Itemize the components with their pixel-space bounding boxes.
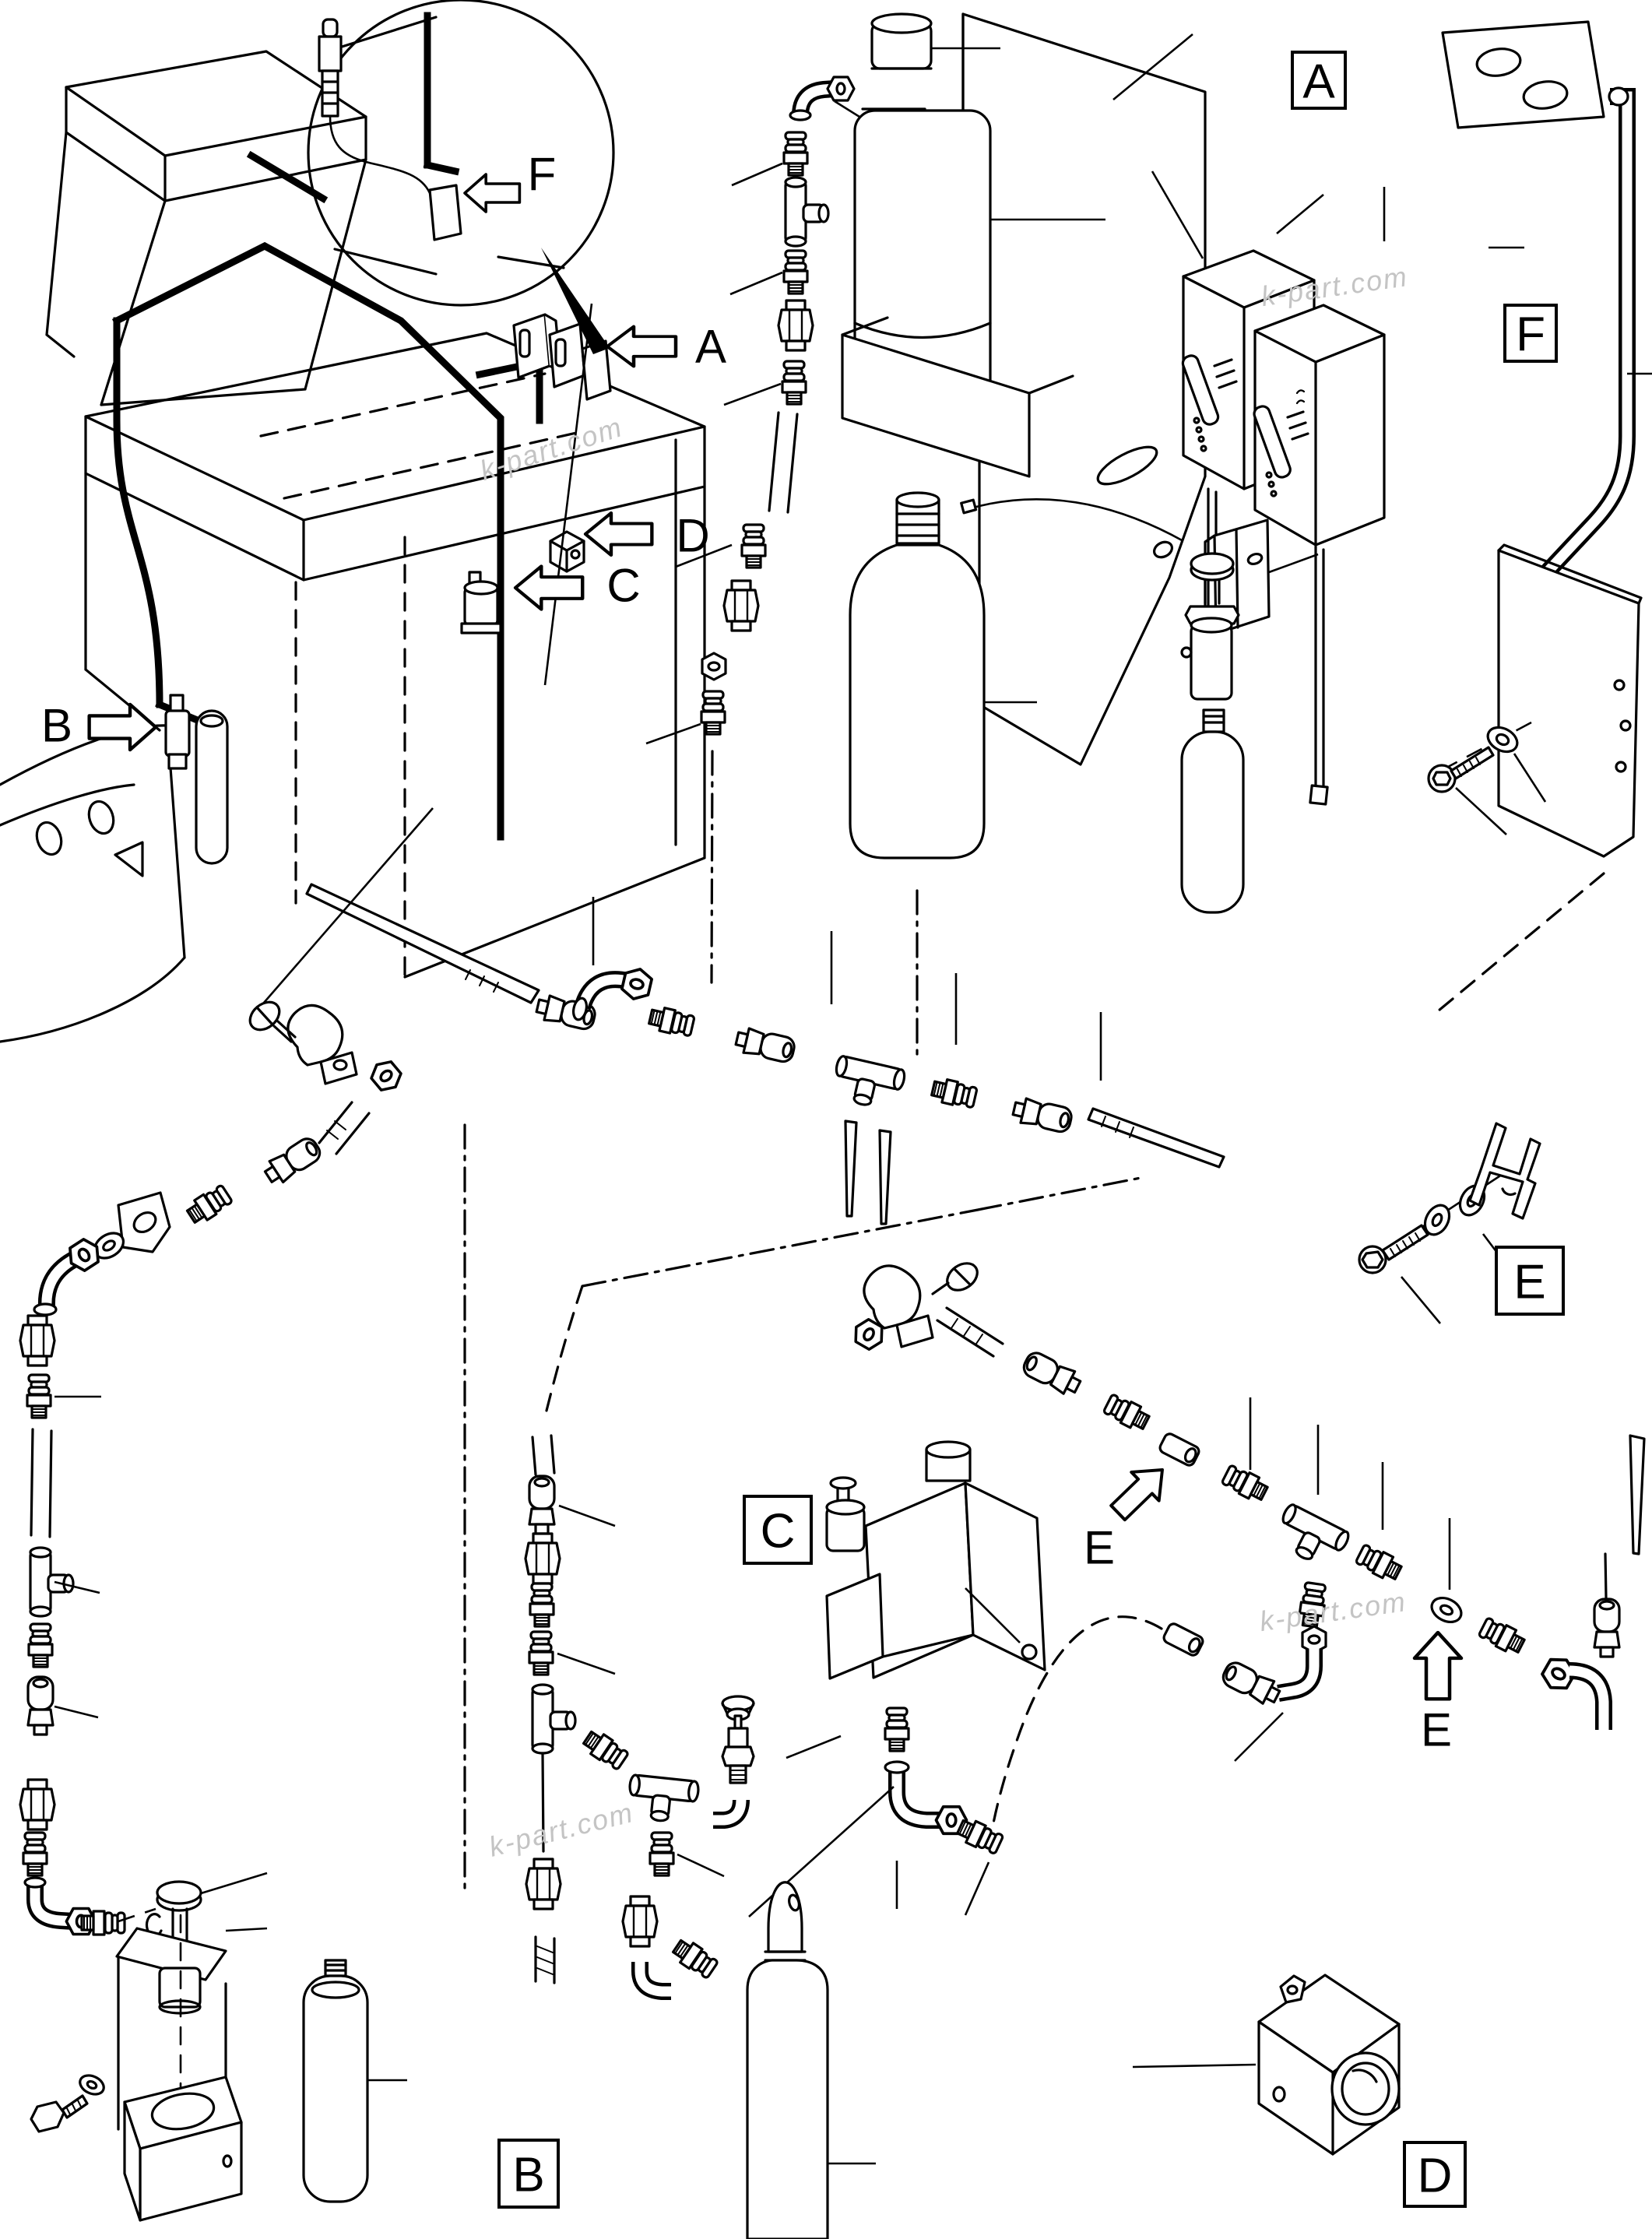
reservoir-bracket-assembly <box>841 12 1207 859</box>
cap-screw-washer <box>1427 726 1519 793</box>
clip-bracket-e <box>1468 1122 1541 1220</box>
cube-mounting-ear <box>1279 1974 1306 2004</box>
arrow-f-label: F <box>528 149 557 201</box>
fitting-barb <box>781 360 807 406</box>
arrow-b-label: B <box>41 700 72 752</box>
e-detail-hardware <box>1358 1122 1541 1324</box>
bottle-bottom-center <box>746 1881 876 2239</box>
section-label-b: B <box>497 2139 560 2209</box>
callout-arrow-c: C <box>515 560 641 612</box>
cover-plate-f <box>1497 543 1643 858</box>
arrow-a-label: A <box>695 321 726 373</box>
section-label-b-text: B <box>512 2149 544 2202</box>
cab-washer-pump-b <box>164 694 229 865</box>
section-label-e: E <box>1495 1246 1565 1316</box>
callout-arrow-b: B <box>41 700 156 752</box>
clamp-clip-1 <box>248 1000 407 1097</box>
cab-switch-pair <box>512 313 612 401</box>
cab-solenoid-small <box>549 530 585 573</box>
washer-pump-plunger <box>1180 552 1240 701</box>
pump-filler-neck <box>825 1476 866 1552</box>
arrow-d-label: D <box>676 510 709 562</box>
callout-arrow-e-upper: E <box>1084 1453 1178 1574</box>
pump-bracket-assembly-a <box>960 497 1319 914</box>
arrow-e-upper-label: E <box>1084 1522 1115 1574</box>
section-label-e-text: E <box>1513 1256 1545 1309</box>
fitting-barb <box>782 249 809 295</box>
washer-bottle-middle <box>849 491 986 859</box>
washer-bottle-a <box>1180 708 1245 914</box>
cab-pump-small <box>460 571 502 634</box>
section-label-a-text: A <box>1302 55 1335 109</box>
hose-chain-left-vertical <box>19 1314 156 1936</box>
bent-pipe-assembly-f <box>1427 20 1652 858</box>
bottle-bottom-left <box>302 1959 369 2203</box>
section-label-d: D <box>1403 2141 1467 2208</box>
callout-arrow-e-lower: E <box>1415 1633 1461 1756</box>
fitting-nut <box>701 652 727 681</box>
solenoid-valve-cube <box>1132 1974 1401 2156</box>
c-channel-bracket <box>123 2076 243 2222</box>
section-label-f: F <box>1503 304 1558 363</box>
hose-chain-center-horizontal <box>258 807 1225 1225</box>
section-label-c: C <box>743 1495 813 1565</box>
pump-bracket-assembly-b <box>30 1872 407 2222</box>
detail-inset-circle <box>246 0 615 307</box>
fitting-cluster-lower-center <box>463 1123 1146 2000</box>
section-label-a: A <box>1291 51 1347 110</box>
hex-bolt-washer-b <box>30 2074 105 2133</box>
washer-nozzle <box>318 18 343 118</box>
washer-pump-c <box>825 1440 1046 1680</box>
fitting-barb <box>782 131 809 177</box>
section-label-d-text: D <box>1418 2149 1453 2203</box>
arrow-c-label: C <box>606 560 640 612</box>
hose-chain-upper-left <box>33 1000 407 1316</box>
fitting-barb <box>740 523 767 569</box>
clamp-clip-2 <box>848 1262 979 1355</box>
control-switch-box-2 <box>1253 187 1386 806</box>
section-label-f-text: F <box>1516 308 1545 362</box>
callout-arrow-d: D <box>585 510 710 562</box>
arrow-e-lower-label: E <box>1421 1704 1452 1756</box>
fitting-barb <box>700 690 726 736</box>
hose-chain-right-diagonal <box>848 872 1646 1833</box>
callout-arrow-f: F <box>463 149 557 213</box>
callout-arrow-a: A <box>607 321 726 373</box>
section-label-c-text: C <box>761 1505 796 1559</box>
hose-chain-below-c <box>786 1706 1006 1916</box>
